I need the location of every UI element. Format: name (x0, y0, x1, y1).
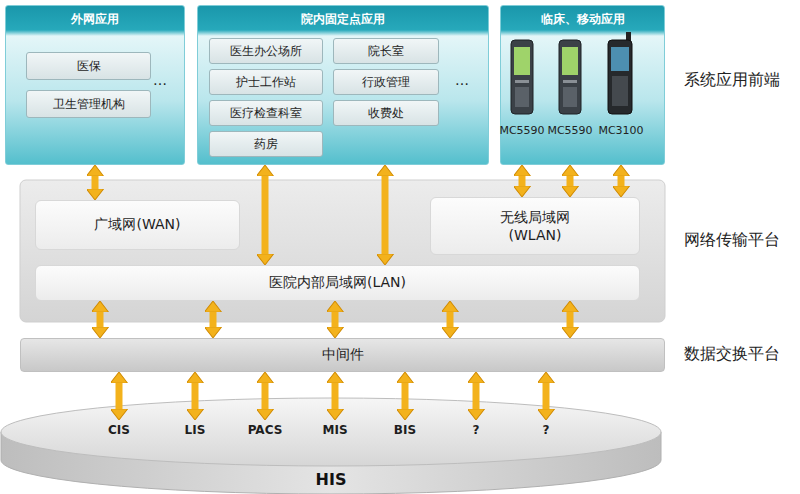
application-box: 医生办公场所 (209, 38, 323, 64)
application-box: 护士工作站 (209, 69, 323, 95)
double-arrow (567, 312, 574, 327)
device-model: MC5590 (547, 124, 592, 137)
double-arrow (567, 176, 574, 186)
node-label: 广域网(WAN) (94, 216, 180, 234)
node-label: 院长室 (368, 43, 404, 60)
network-platform-panel (20, 180, 665, 322)
handheld-terminal (559, 40, 581, 114)
double-arrow (92, 176, 99, 189)
node-label: PACS (248, 423, 283, 437)
double-arrow (262, 383, 269, 409)
network-box: 医院内部局域网(LAN) (35, 265, 640, 301)
ellipsis: … (153, 72, 167, 88)
system-name: ? (521, 420, 571, 440)
node-label: 无线局域网 (WLAN) (487, 209, 583, 243)
node-label: 中间件 (322, 346, 364, 364)
double-arrow (192, 383, 199, 409)
node-label: CIS (108, 423, 130, 437)
system-name: MIS (310, 420, 360, 440)
application-box: 行政管理 (333, 69, 439, 95)
double-arrow (618, 176, 625, 186)
ellipsis: … (455, 72, 469, 88)
node-label: ? (473, 423, 480, 437)
node-label: 医院内部局域网(LAN) (269, 274, 406, 292)
layer-name: 数据交换平台 (684, 344, 780, 365)
node-label: 收费处 (368, 105, 404, 122)
node-label: 行政管理 (362, 74, 410, 91)
system-name: ? (451, 420, 501, 440)
application-box: 医保 (26, 52, 151, 80)
layer-name: 系统应用前端 (684, 70, 780, 91)
system-name: BIS (380, 420, 430, 440)
application-panel: 院内固定点应用医生办公场所 院长室护士工作站 行政管理医疗检查科室 收费处药房 (197, 5, 489, 165)
his-disc: HIS CIS LIS PACS MIS BIS?? (0, 396, 662, 494)
double-arrow (210, 312, 217, 327)
device-model: MC5590 (499, 124, 544, 137)
double-arrow (97, 312, 104, 327)
double-arrow (543, 383, 550, 409)
panel-heading: 外网应用 (71, 11, 119, 28)
application-panel: 临床、移动应用 (500, 5, 665, 165)
node-label: 护士工作站 (236, 74, 296, 91)
handheld-terminal (511, 40, 533, 114)
node-label: LIS (185, 423, 206, 437)
double-arrow (447, 312, 454, 327)
node-label: 医生办公场所 (230, 43, 302, 60)
panel-heading: 院内固定点应用 (301, 11, 385, 28)
node-label: ? (543, 423, 550, 437)
node-label: 医保 (77, 58, 101, 75)
middleware-band: 中间件 (20, 338, 665, 372)
system-name: CIS (94, 420, 144, 440)
application-box: 卫生管理机构 (26, 90, 151, 118)
node-label: BIS (394, 423, 416, 437)
panel-heading: 临床、移动应用 (541, 11, 625, 28)
double-arrow (382, 176, 389, 254)
node-label: 药房 (254, 136, 278, 153)
network-box: 广域网(WAN) (35, 200, 240, 250)
network-box: 无线局域网 (WLAN) (430, 197, 640, 255)
layer-name: 网络传输平台 (684, 230, 780, 251)
application-box: 药房 (209, 131, 323, 157)
node-label: 医疗检查科室 (230, 105, 302, 122)
application-box: 收费处 (333, 100, 439, 126)
node-label: HIS (316, 470, 347, 489)
application-box: 院长室 (333, 38, 439, 64)
double-arrow (332, 312, 339, 327)
double-arrow (262, 176, 269, 254)
system-name: PACS (240, 420, 290, 440)
double-arrow (332, 383, 339, 409)
double-arrow (519, 176, 526, 186)
double-arrow (116, 383, 123, 409)
double-arrow (402, 383, 409, 409)
system-name: LIS (170, 420, 220, 440)
node-label: 卫生管理机构 (53, 96, 125, 113)
double-arrow (473, 383, 480, 409)
device-model: MC3100 (598, 124, 643, 137)
application-box: 医疗检查科室 (209, 100, 323, 126)
handheld-terminal (608, 32, 632, 114)
node-label: MIS (322, 423, 347, 437)
